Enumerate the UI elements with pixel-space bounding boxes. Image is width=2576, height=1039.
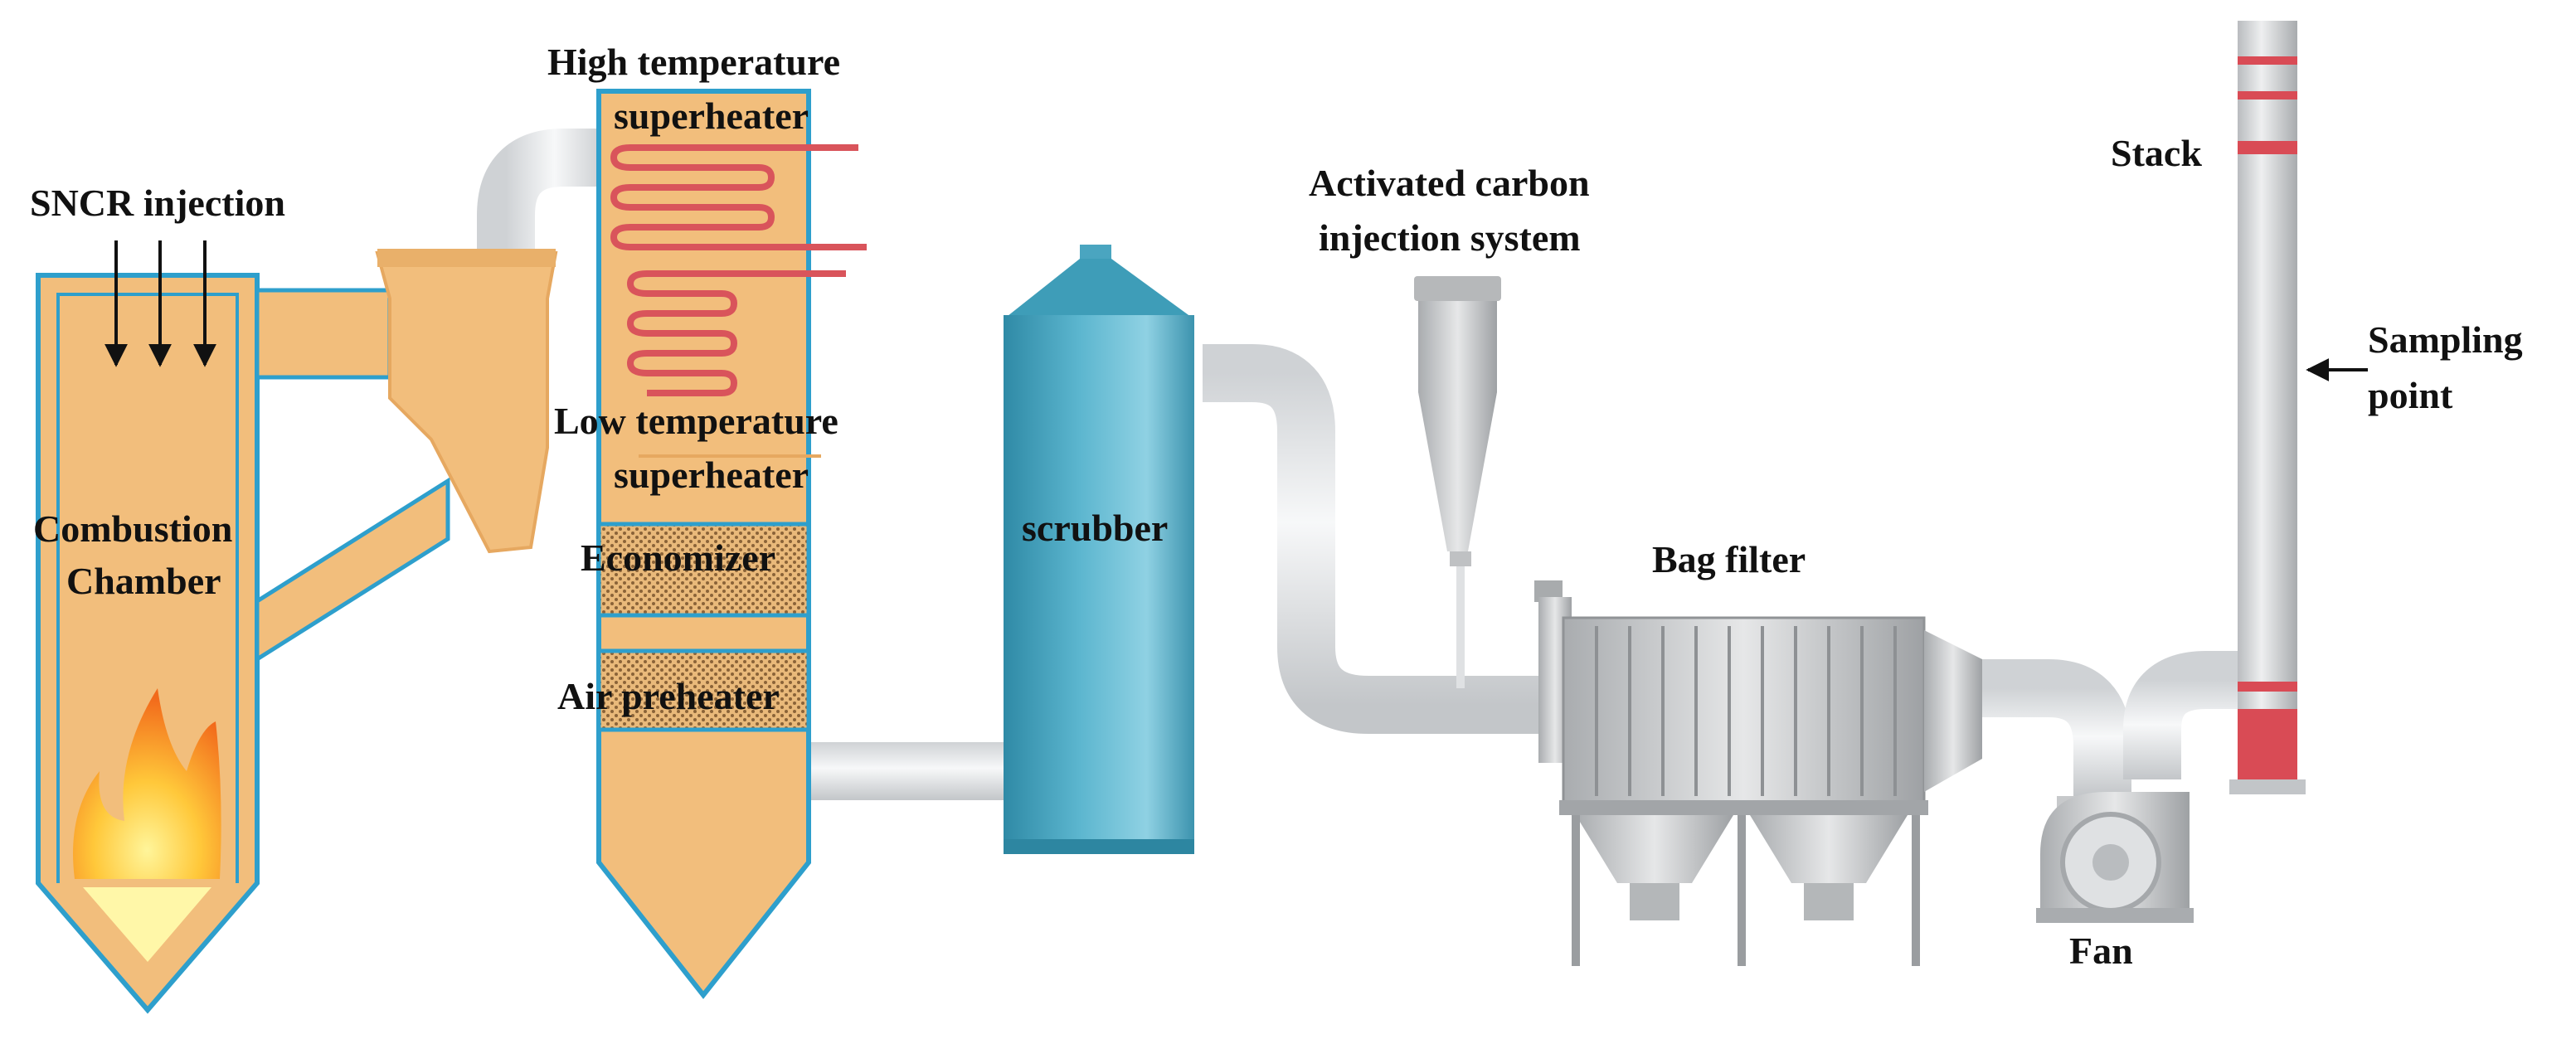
- boiler-tower: [596, 89, 867, 999]
- activated-carbon-label-line2: injection system: [1319, 216, 1581, 259]
- bag-filter: [1534, 580, 1982, 966]
- flame-icon: [73, 688, 221, 879]
- low-temperature-superheater-label-line1: Low temperature: [554, 400, 838, 442]
- combustion-chamber-label-line2: Chamber: [66, 560, 221, 602]
- high-temperature-superheater-label-line2: superheater: [614, 95, 809, 137]
- flue-gas-piping: [477, 129, 2248, 800]
- carbon-injection-cyclone: [1414, 276, 1501, 566]
- air-preheater-label: Air preheater: [557, 675, 780, 717]
- sncr-injection-label: SNCR injection: [30, 182, 285, 224]
- sncr-injection-arrows: [104, 240, 216, 367]
- economizer-label: Economizer: [581, 536, 775, 579]
- bag-filter-label: Bag filter: [1652, 538, 1806, 580]
- scrubber-label: scrubber: [1022, 507, 1168, 549]
- combustion-chamber: [36, 273, 450, 1014]
- sampling-point-label-line2: point: [2368, 374, 2453, 416]
- low-temperature-superheater-label-line2: superheater: [614, 454, 809, 496]
- activated-carbon-label-line1: Activated carbon: [1309, 162, 1590, 204]
- high-temperature-superheater-label-line1: High temperature: [547, 41, 840, 83]
- fan-label: Fan: [2069, 930, 2133, 972]
- sampling-point-label-line1: Sampling: [2368, 318, 2523, 361]
- cyclone-hopper: [375, 249, 558, 554]
- fan: [2036, 792, 2194, 923]
- stack: [2229, 21, 2306, 794]
- scrubber-tower: [1004, 245, 1194, 854]
- combustion-chamber-label-line1: Combustion: [33, 507, 232, 550]
- stack-label: Stack: [2111, 132, 2202, 174]
- superheater-coils: [610, 144, 867, 396]
